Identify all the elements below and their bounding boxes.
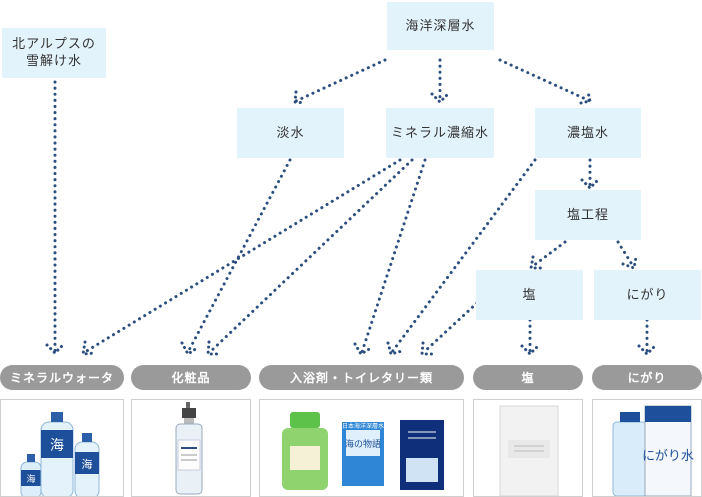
node-label: 淡水 bbox=[276, 125, 305, 141]
bottle-label: 海 bbox=[26, 473, 35, 485]
spray-bottle-image bbox=[175, 402, 203, 495]
box-label: 海の物語 bbox=[345, 438, 381, 450]
node-label: 濃塩水 bbox=[566, 125, 609, 141]
node-label: 塩 bbox=[522, 287, 537, 303]
category-mineral-water: ミネラルウォータ bbox=[0, 365, 124, 390]
arrow-mineral-to-bath bbox=[353, 158, 427, 357]
arrow-deepsea-to-mineral bbox=[430, 58, 450, 105]
arrow-nigari-to-nigari bbox=[637, 318, 657, 357]
category-label: 化粧品 bbox=[171, 371, 211, 385]
arrow-brine-to-bath bbox=[386, 158, 537, 356]
arrow-deepsea-to-brine bbox=[498, 58, 592, 105]
bath-products-image: 日本海洋深層水 海の物語 bbox=[282, 412, 444, 490]
node-label: ミネラル濃縮水 bbox=[390, 125, 489, 141]
arrow-process-to-nigari bbox=[616, 240, 638, 271]
category-nigari: にがり bbox=[592, 365, 702, 390]
arrow-salt-to-bath bbox=[420, 301, 479, 356]
node-deep-sea-water: 海洋深層水 bbox=[387, 2, 494, 50]
node-nigari: にがり bbox=[594, 270, 701, 320]
product-photo-mineral-water: 海 海 海 bbox=[0, 399, 124, 497]
arrow-fresh-to-cosmetics bbox=[180, 158, 292, 357]
node-label: にがり bbox=[626, 287, 669, 303]
arrow-deepsea-to-fresh bbox=[293, 58, 387, 105]
product-photo-salt bbox=[473, 399, 583, 497]
box-top-text: 日本海洋深層水 bbox=[342, 422, 384, 430]
water-bottles-image: 海 海 海 bbox=[20, 412, 100, 496]
category-label: 入浴剤・トイレタリー類 bbox=[289, 371, 433, 385]
node-mineral-concentrate: ミネラル濃縮水 bbox=[386, 108, 494, 158]
node-label: 北アルプスの bbox=[12, 37, 96, 52]
category-label: にがり bbox=[627, 371, 667, 385]
nigari-label: にがり水 bbox=[642, 449, 694, 464]
node-concentrated-brine: 濃塩水 bbox=[535, 108, 641, 158]
node-fresh-water: 淡水 bbox=[237, 108, 344, 158]
node-label: 塩工程 bbox=[566, 207, 609, 223]
node-label: 海洋深層水 bbox=[405, 18, 476, 34]
node-salt: 塩 bbox=[476, 270, 583, 320]
nigari-box-image: にがり水 bbox=[612, 405, 694, 496]
node-alps-snowmelt: 北アルプスの 雪解け水 bbox=[2, 28, 106, 78]
product-photo-bath-toiletry: 日本海洋深層水 海の物語 bbox=[259, 399, 464, 497]
category-label: 塩 bbox=[521, 371, 535, 385]
salt-bag-image bbox=[499, 405, 559, 496]
arrow-brine-to-process bbox=[580, 158, 600, 191]
category-bath-toiletry: 入浴剤・トイレタリー類 bbox=[259, 365, 464, 390]
arrow-salt-to-salt bbox=[520, 318, 540, 357]
category-label: ミネラルウォータ bbox=[9, 371, 114, 385]
arrow-mineral-to-mineralwater bbox=[81, 158, 402, 356]
node-salt-process: 塩工程 bbox=[535, 190, 641, 240]
node-label: 雪解け水 bbox=[25, 54, 82, 69]
product-photo-nigari: にがり水 bbox=[592, 399, 702, 497]
category-salt: 塩 bbox=[473, 365, 583, 390]
arrow-alps-to-mineral-water bbox=[45, 80, 65, 356]
product-photo-cosmetics bbox=[131, 399, 251, 497]
bottle-label: 海 bbox=[50, 438, 64, 454]
arrow-mineral-to-cosmetics bbox=[206, 158, 414, 356]
category-cosmetics: 化粧品 bbox=[131, 365, 251, 390]
bottle-label: 海 bbox=[82, 457, 93, 471]
arrow-process-to-salt bbox=[529, 240, 567, 270]
